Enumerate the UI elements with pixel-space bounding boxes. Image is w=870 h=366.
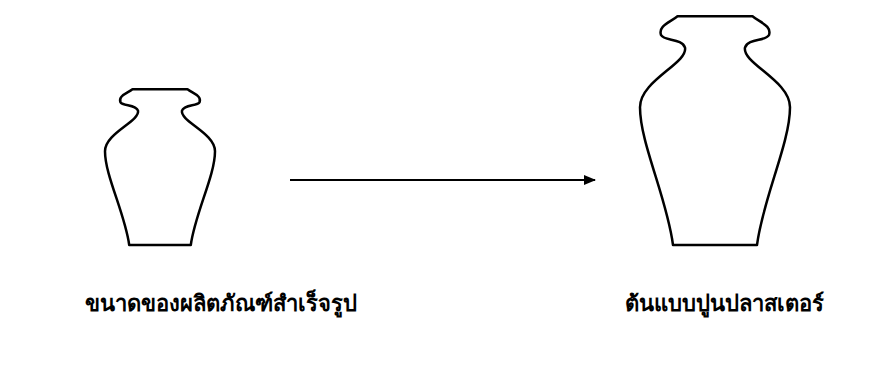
vase-caption: ขนาดของผลิตภัณฑ์สำเร็จรูป: [85, 290, 357, 319]
vase-line: [640, 16, 790, 245]
arrow-connector: [290, 179, 595, 181]
vase-outline: [30, 85, 290, 245]
vase-caption: ต้นแบบปูนปลาสเตอร์: [625, 290, 824, 319]
vase-node: ขนาดของผลิตภัณฑ์สำเร็จรูป: [30, 85, 290, 245]
vase-node: ต้นแบบปูนปลาสเตอร์: [595, 10, 835, 245]
vase-line: [105, 89, 215, 245]
vase-outline: [595, 10, 835, 245]
